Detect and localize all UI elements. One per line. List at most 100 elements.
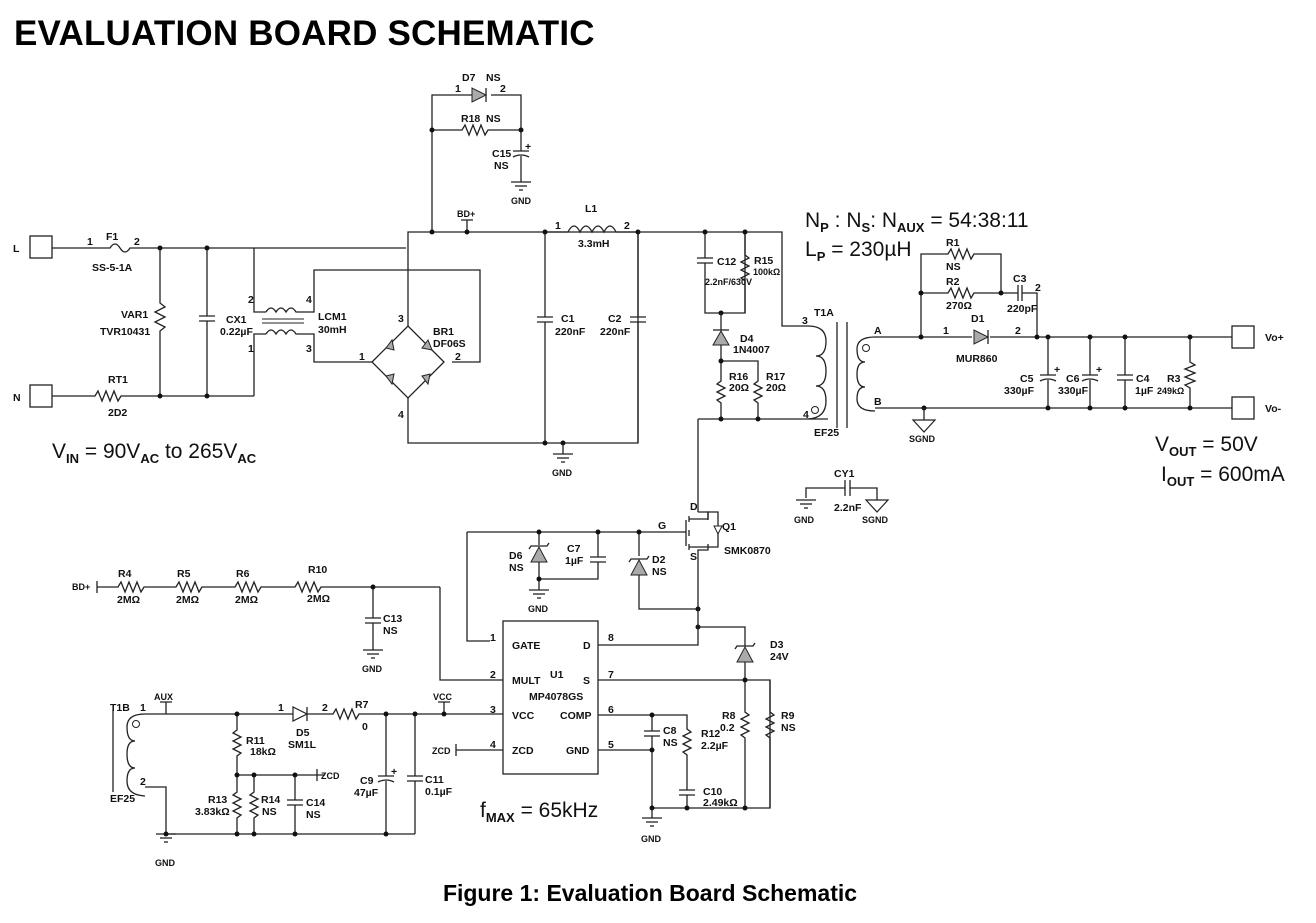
R16-value: 20Ω bbox=[729, 382, 749, 394]
pin-label: 2 bbox=[455, 351, 461, 363]
R14-value: NS bbox=[262, 806, 277, 818]
C7-ref: C7 bbox=[567, 543, 581, 555]
CX1-value: 0.22µF bbox=[220, 326, 253, 338]
terminal-L-label: L bbox=[13, 243, 20, 255]
U1-ref: U1 bbox=[550, 669, 564, 681]
R18-value: NS bbox=[486, 113, 501, 125]
R8-ref: R8 bbox=[722, 710, 736, 722]
R6-ref: R6 bbox=[236, 568, 250, 580]
svg-text:+: + bbox=[391, 766, 397, 778]
U1-pin-number: 7 bbox=[608, 669, 614, 681]
R16-ref: R16 bbox=[729, 371, 748, 383]
pin-label: 4 bbox=[306, 294, 312, 306]
gate-net-label: G bbox=[658, 520, 666, 532]
U1-pin-number: 3 bbox=[490, 704, 496, 716]
C2-ref: C2 bbox=[608, 313, 622, 325]
bridge-section: 1 2 3 4 BR1 DF06S 1 2 D7 NS R18 NS C15 N… bbox=[359, 72, 646, 478]
gnd-label: GND bbox=[511, 196, 532, 206]
C1-value: 220nF bbox=[555, 326, 586, 338]
pin-label: 2 bbox=[322, 702, 328, 714]
sgnd-label: SGND bbox=[909, 434, 936, 444]
LCM1-ref: LCM1 bbox=[318, 311, 347, 323]
T1B-value: EF25 bbox=[110, 793, 135, 805]
pin-label: 2 bbox=[1035, 282, 1041, 294]
U1-pin-name: GATE bbox=[512, 640, 540, 652]
L1-ref: L1 bbox=[585, 203, 597, 215]
sgnd-label: SGND bbox=[862, 515, 889, 525]
svg-text:+: + bbox=[1054, 364, 1060, 376]
mosfet-section: Q1 SMK0870 D S G D6 NS C7 1µF GND D2 NS … bbox=[466, 419, 789, 680]
R4-ref: R4 bbox=[118, 568, 132, 580]
net-A-label: A bbox=[874, 325, 882, 337]
C14-ref: C14 bbox=[306, 797, 325, 809]
bdplus-net-label: BD+ bbox=[72, 582, 90, 592]
pin-label: 1 bbox=[555, 220, 561, 232]
fmax-spec: fMAX = 65kHz bbox=[480, 799, 598, 825]
C2-value: 220nF bbox=[600, 326, 631, 338]
pin-label: 2 bbox=[134, 236, 140, 248]
lp-spec: LP = 230µH bbox=[805, 238, 912, 264]
U1-pin-number: 8 bbox=[608, 632, 614, 644]
gnd-label: GND bbox=[362, 664, 383, 674]
C15-value: NS bbox=[494, 160, 509, 172]
pin-label: 2 bbox=[624, 220, 630, 232]
pin-label: 1 bbox=[943, 325, 949, 337]
iout-spec: IOUT = 600mA bbox=[1161, 463, 1285, 489]
controller-section: U1 MP4078GS GATE MULT VCC ZCD GND COMP S… bbox=[432, 587, 796, 844]
Q1-value: SMK0870 bbox=[724, 545, 771, 557]
CY1-ref: CY1 bbox=[834, 468, 855, 480]
D1-ref: D1 bbox=[971, 313, 985, 325]
R17-value: 20Ω bbox=[766, 382, 786, 394]
C13-ref: C13 bbox=[383, 613, 402, 625]
BR1-ref: BR1 bbox=[433, 326, 454, 338]
input-section: L N 1 2 F1 SS-5-1A RT1 2D2 VAR1 TVR10431… bbox=[13, 231, 481, 466]
U1-value: MP4078GS bbox=[529, 691, 583, 703]
R9-value: NS bbox=[781, 722, 796, 734]
D1-value: MUR860 bbox=[956, 353, 998, 365]
pin-label: 3 bbox=[306, 343, 312, 355]
C13-value: NS bbox=[383, 625, 398, 637]
pin-label: 2 bbox=[1015, 325, 1021, 337]
R5-value: 2MΩ bbox=[176, 594, 199, 606]
D4-value: 1N4007 bbox=[733, 344, 770, 356]
svg-text:+: + bbox=[525, 141, 531, 153]
D2-ref: D2 bbox=[652, 554, 666, 566]
L1-value: 3.3mH bbox=[578, 238, 610, 250]
R17-ref: R17 bbox=[766, 371, 785, 383]
R15-value: 100kΩ bbox=[753, 267, 780, 277]
pin-label: 4 bbox=[803, 409, 809, 421]
pin-label: 1 bbox=[455, 83, 461, 95]
mult-divider-section: BD+ R4 2MΩ R5 2MΩ R6 2MΩ R10 2MΩ C13 NS … bbox=[72, 564, 440, 674]
U1-pin-name: S bbox=[583, 675, 590, 687]
R3-value: 249kΩ bbox=[1157, 386, 1184, 396]
C14-value: NS bbox=[306, 809, 321, 821]
R11-value: 18kΩ bbox=[250, 746, 276, 758]
T1A-ref: T1A bbox=[814, 307, 834, 319]
T1A-value: EF25 bbox=[814, 427, 839, 439]
turns-ratio-spec: NP : NS: NAUX = 54:38:11 bbox=[805, 209, 1029, 235]
page-title: EVALUATION BOARD SCHEMATIC bbox=[14, 14, 595, 53]
pin-label: 3 bbox=[398, 313, 404, 325]
pin-label: 4 bbox=[398, 409, 404, 421]
D6-value: NS bbox=[509, 562, 524, 574]
C6-ref: C6 bbox=[1066, 373, 1080, 385]
R6-value: 2MΩ bbox=[235, 594, 258, 606]
pin-label: 3 bbox=[802, 315, 808, 327]
RT1-ref: RT1 bbox=[108, 374, 128, 386]
D3-value: 24V bbox=[770, 651, 789, 663]
R11-ref: R11 bbox=[246, 735, 265, 747]
terminal-L bbox=[29, 235, 53, 259]
gnd-label: GND bbox=[155, 858, 176, 868]
T1B-ref: T1B bbox=[110, 702, 130, 714]
R10-value: 2MΩ bbox=[307, 593, 330, 605]
U1-pin-number: 1 bbox=[490, 632, 496, 644]
source-net-label: S bbox=[690, 551, 697, 563]
U1-ic bbox=[502, 620, 599, 775]
F1-ref: F1 bbox=[106, 231, 118, 243]
R8-value: 0.2 bbox=[720, 722, 735, 734]
primary-section: C12 2.2nF/630V R15 100kΩ D4 1N4007 R16 2… bbox=[638, 209, 1029, 439]
bdplus-net-label: BD+ bbox=[457, 209, 475, 219]
pin-label: 2 bbox=[140, 776, 146, 788]
R1-value: NS bbox=[946, 261, 961, 273]
BR1-value: DF06S bbox=[433, 338, 466, 350]
